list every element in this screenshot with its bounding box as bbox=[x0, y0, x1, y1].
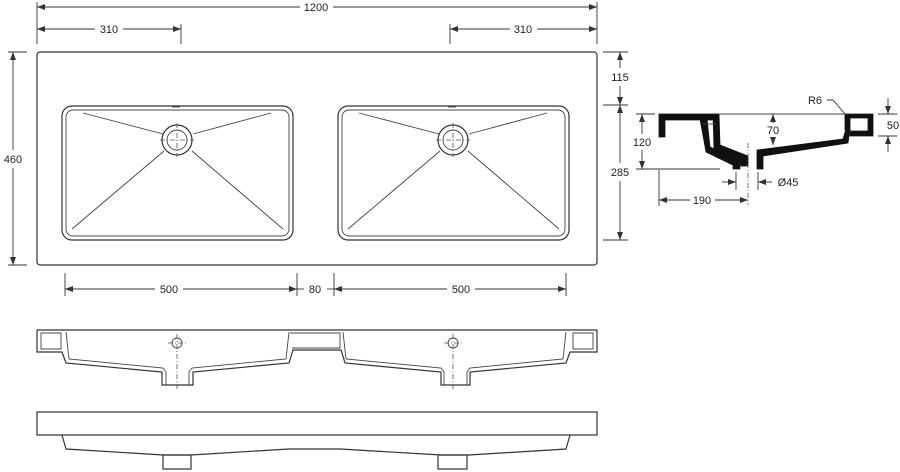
side-section-view: 120 70 R6 50 Ø45 190 bbox=[633, 95, 899, 207]
dim-basin-depth-total: 285 bbox=[611, 167, 629, 179]
front-section-view bbox=[36, 329, 598, 390]
dim-left-offset: 310 bbox=[100, 24, 118, 36]
slab-front bbox=[36, 411, 598, 436]
dim-section-drain-diameter: Ø45 bbox=[778, 177, 799, 189]
right-bowl bbox=[337, 105, 570, 241]
left-bowl bbox=[61, 105, 294, 241]
dim-overall-depth: 460 bbox=[4, 154, 22, 166]
dim-basin-gap: 80 bbox=[309, 284, 321, 296]
dim-section-bowl-depth: 70 bbox=[767, 125, 779, 137]
dim-section-drain-offset: 190 bbox=[693, 195, 711, 207]
dim-section-height: 120 bbox=[633, 137, 651, 149]
dim-overall-width: 1200 bbox=[304, 2, 328, 14]
dim-right-basin-width: 500 bbox=[452, 284, 470, 296]
dim-front-margin: 115 bbox=[611, 72, 629, 84]
front-elevation-view bbox=[36, 411, 598, 470]
dim-section-rim-height: 50 bbox=[887, 120, 899, 132]
dim-right-offset: 310 bbox=[514, 24, 532, 36]
plan-view: 1200 310 310 460 115 285 500 bbox=[4, 2, 629, 296]
basin-outline bbox=[36, 51, 598, 266]
dim-left-basin-width: 500 bbox=[160, 284, 178, 296]
dim-section-radius: R6 bbox=[808, 95, 822, 107]
